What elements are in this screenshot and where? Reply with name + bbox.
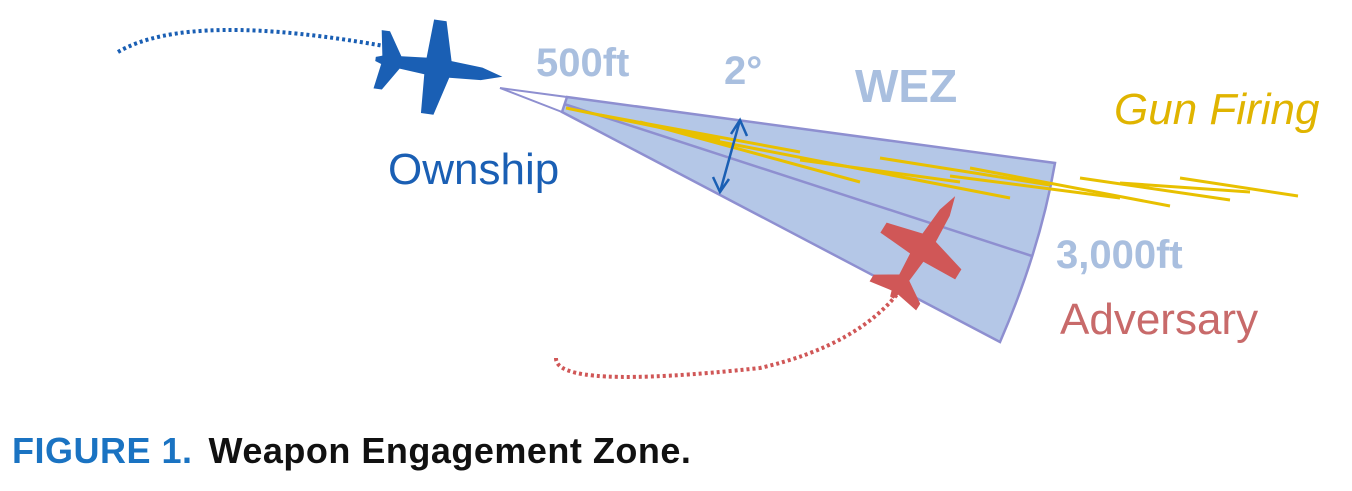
gun-firing-streaks — [565, 106, 1299, 208]
max-range-label: 3,000ft — [1056, 233, 1183, 277]
adversary-trajectory — [553, 286, 904, 379]
wez-centerline — [563, 102, 1033, 258]
ownship-trajectory — [116, 27, 396, 54]
wez-ray-bottom — [499, 87, 563, 113]
adversary-label: Adversary — [1060, 295, 1258, 344]
min-range-label: 500ft — [536, 41, 629, 85]
ownship-label: Ownship — [388, 145, 559, 194]
ownship-jet-icon — [368, 12, 509, 124]
angle-arrow — [711, 117, 749, 195]
angle-label: 2° — [724, 49, 762, 93]
wez-zone — [560, 95, 1057, 344]
wez-ray-top — [499, 87, 568, 98]
figure-number: FIGURE 1. — [12, 430, 193, 471]
gun-firing-label: Gun Firing — [1114, 85, 1320, 134]
wez-label: WEZ — [855, 60, 957, 112]
figure-caption: FIGURE 1. Weapon Engagement Zone. — [12, 430, 691, 472]
figure-title: Weapon Engagement Zone. — [208, 430, 692, 471]
